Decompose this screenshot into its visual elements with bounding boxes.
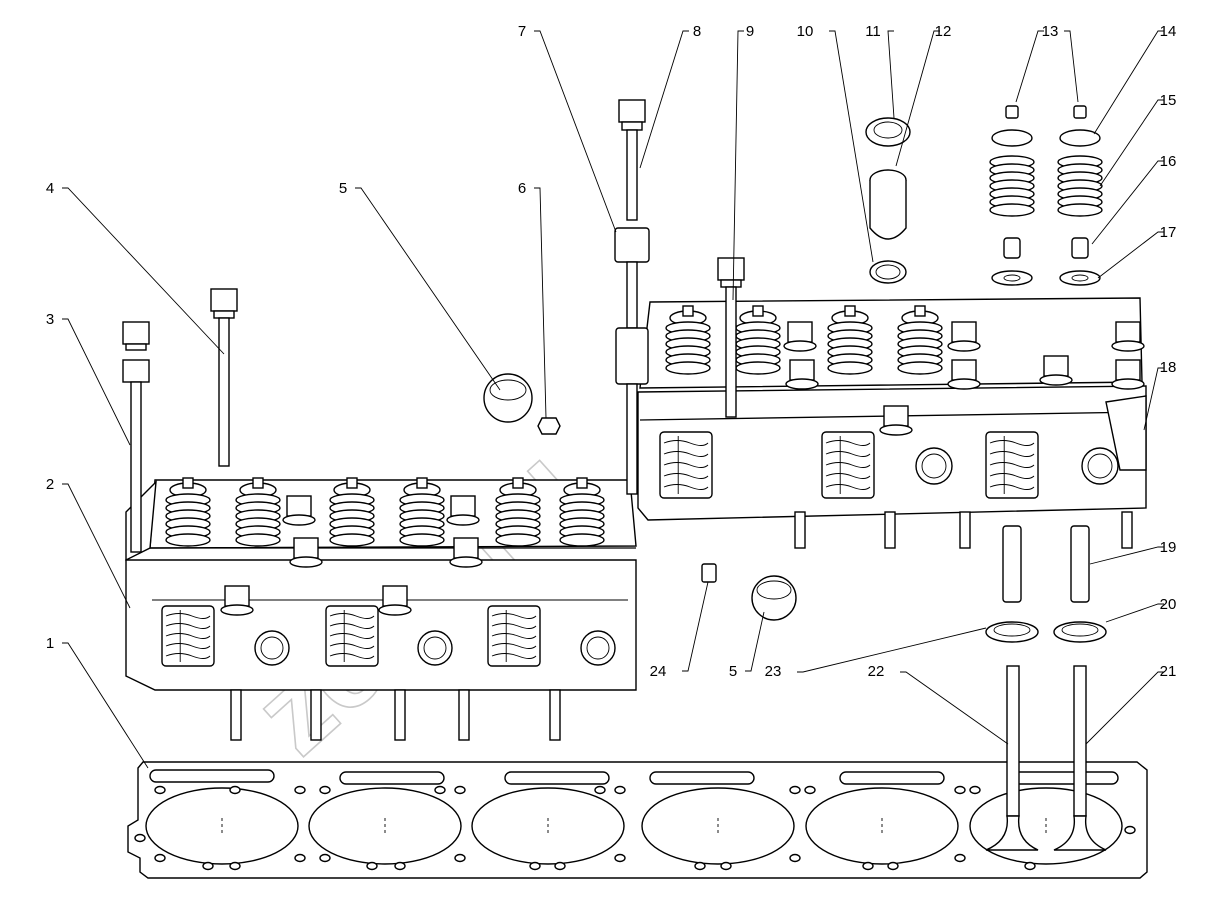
callout-label: 14: [1160, 23, 1177, 40]
leader-line: [62, 187, 225, 355]
callout-c10: 10: [797, 23, 874, 263]
callout-c7: 7: [518, 23, 617, 233]
callout-label: 1: [46, 635, 54, 652]
callout-c21: 21: [1085, 663, 1177, 745]
callout-c2: 2: [46, 476, 131, 609]
callout-label: 12: [935, 23, 952, 40]
leader-line: [895, 30, 940, 167]
callout-label: 18: [1160, 359, 1177, 376]
callout-c20: 20: [1105, 596, 1177, 623]
callout-c4: 4: [46, 180, 225, 355]
leader-line: [534, 30, 617, 233]
callout-label: 20: [1160, 596, 1177, 613]
callout-label: 23: [765, 663, 782, 680]
callout-c17: 17: [1097, 224, 1177, 279]
long-bolts: [122, 99, 745, 553]
callout-label: 10: [797, 23, 814, 40]
leader-line: [1064, 30, 1079, 103]
leader-line: [62, 642, 149, 769]
callout-c12: 12: [895, 23, 952, 167]
leader-line: [1093, 30, 1164, 135]
callout-c19: 19: [1089, 539, 1177, 565]
callout-c1: 1: [46, 635, 149, 769]
callout-label: 3: [46, 311, 54, 328]
leader-line: [639, 30, 689, 169]
callout-c13: 13: [1015, 23, 1079, 103]
leader-line: [1099, 99, 1164, 187]
callout-label: 13: [1042, 23, 1059, 40]
right-cylinder-head: [637, 297, 1147, 549]
callout-label: 2: [46, 476, 54, 493]
callout-c24: 24: [650, 581, 709, 680]
callout-label: 19: [1160, 539, 1177, 556]
callout-label: 16: [1160, 153, 1177, 170]
leader-line: [745, 611, 765, 672]
leader-line: [1091, 160, 1164, 245]
callout-c15: 15: [1099, 92, 1177, 187]
callout-c9: 9: [732, 23, 754, 301]
callout-c6: 6: [518, 180, 547, 419]
leader-line: [355, 187, 501, 391]
leader-line: [829, 30, 874, 263]
callout-c8: 8: [639, 23, 701, 169]
callout-c11: 11: [865, 23, 895, 119]
callout-label: 8: [693, 23, 701, 40]
callout-label: 11: [865, 23, 881, 40]
leader-line: [797, 627, 987, 673]
callout-label: 4: [46, 180, 54, 197]
callout-label: 5: [339, 180, 347, 197]
callout-label: 5: [729, 663, 737, 680]
callout-label: 17: [1160, 224, 1177, 241]
leader-line: [900, 671, 1009, 745]
leader-line: [682, 581, 709, 672]
leader-line: [732, 30, 744, 301]
leader-line: [62, 483, 131, 609]
leader-line: [534, 187, 547, 419]
head-gasket: [127, 761, 1148, 879]
callout-label: 7: [518, 23, 526, 40]
leader-line: [1089, 546, 1164, 565]
callout-label: 24: [650, 663, 667, 680]
callout-label: 6: [518, 180, 526, 197]
callout-label: 21: [1160, 663, 1177, 680]
leader-line: [887, 30, 895, 119]
callout-c23: 23: [765, 627, 987, 680]
leader-line: [62, 318, 131, 446]
callout-c14: 14: [1093, 23, 1177, 135]
callout-c16: 16: [1091, 153, 1177, 245]
callout-c22: 22: [868, 663, 1009, 745]
callout-c3: 3: [46, 311, 131, 446]
leader-line: [1105, 603, 1164, 623]
leader-line: [1143, 367, 1164, 431]
leader-line: [1015, 30, 1044, 103]
callout-c18: 18: [1143, 359, 1177, 431]
callout-label: 22: [868, 663, 885, 680]
loose-parts: [483, 105, 1107, 851]
left-cylinder-head: [125, 477, 637, 741]
leader-line: [1085, 671, 1164, 745]
callout-c5b: 5: [729, 611, 765, 680]
callout-label: 9: [746, 23, 754, 40]
callout-label: 15: [1160, 92, 1177, 109]
leader-line: [1097, 231, 1164, 279]
callout-c5a: 5: [339, 180, 501, 391]
